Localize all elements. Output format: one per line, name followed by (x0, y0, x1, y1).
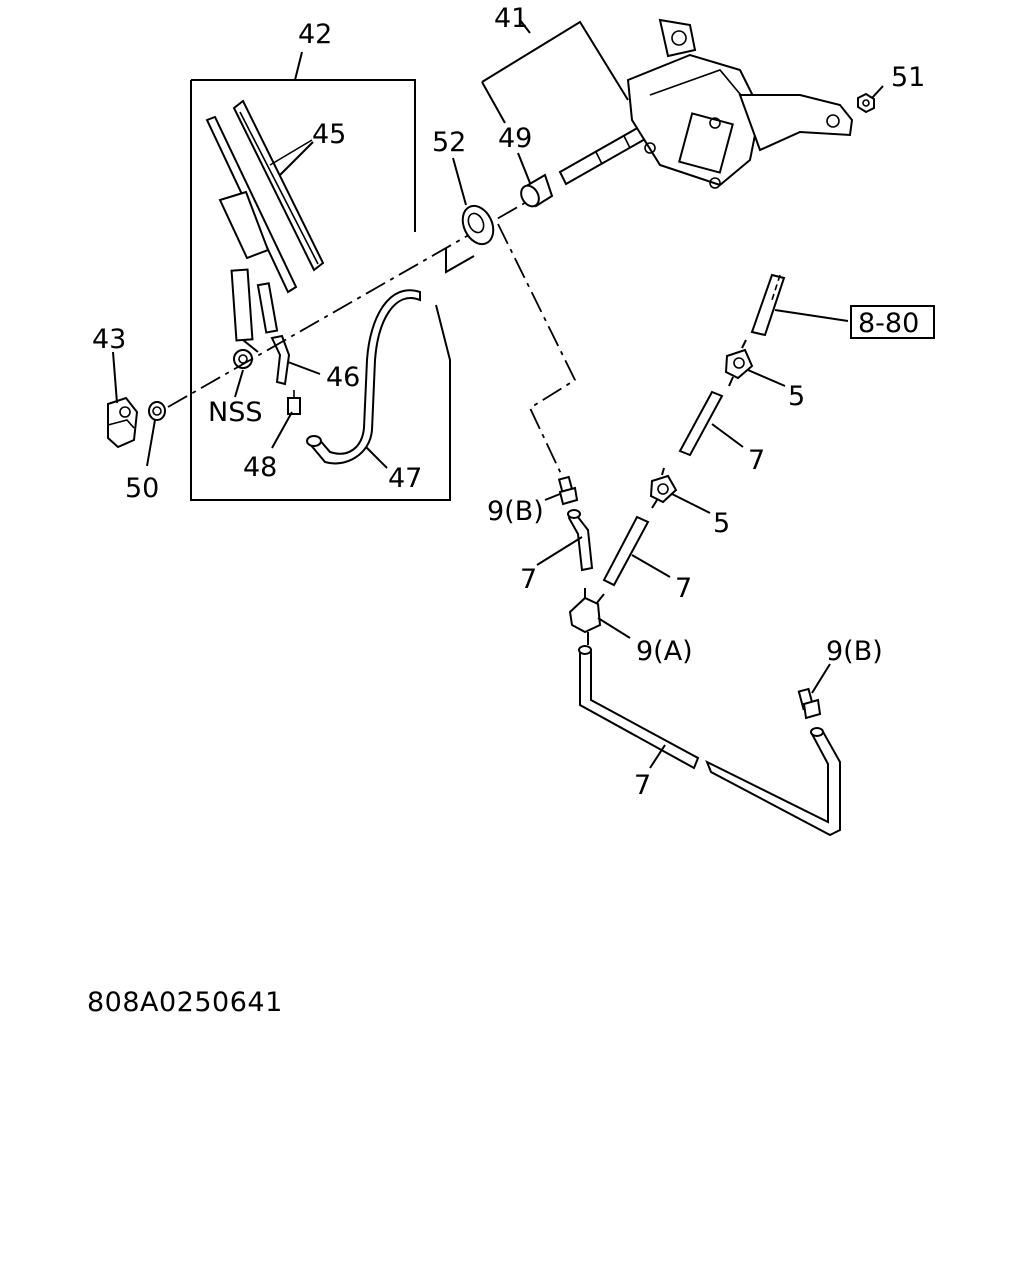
leader-lines (112, 85, 884, 769)
callout-7-upper: 7 (748, 445, 765, 476)
cap-43-part (107, 396, 139, 449)
kit-42-outline (190, 51, 451, 501)
drawing-code: 808A0250641 (87, 987, 283, 1018)
hose-ref-8-80 (750, 273, 786, 337)
callout-9a: 9(A) (636, 636, 693, 667)
ref-8-80-label: 8-80 (858, 308, 919, 339)
check-valve-5-upper (724, 339, 754, 387)
callout-51: 51 (891, 62, 925, 93)
nozzle-48-part (287, 390, 301, 415)
callout-7-long: 7 (634, 770, 651, 801)
hose-7-bent (567, 509, 594, 572)
grommet-52-part (445, 204, 495, 274)
wiper-arm-part (205, 115, 298, 369)
callout-47: 47 (388, 463, 422, 494)
callout-5-lower: 5 (713, 508, 730, 539)
callout-7-bent: 7 (520, 564, 537, 595)
tee-connector-9a (568, 588, 605, 645)
callout-9b-lower: 9(B) (826, 636, 883, 667)
hose-7-long-right (705, 727, 841, 837)
callout-41-leader (481, 19, 629, 124)
callout-43: 43 (92, 324, 126, 355)
hose-7-middle (602, 515, 650, 587)
callout-45: 45 (312, 119, 346, 150)
wiper-blade-part (232, 99, 325, 272)
callout-7-middle: 7 (675, 573, 692, 604)
connector-9b-upper (557, 475, 579, 506)
callout-41: 41 (494, 3, 528, 34)
callout-46: 46 (326, 362, 360, 393)
nut-51-part (857, 92, 875, 114)
ref-8-80-box (850, 305, 935, 339)
callout-50: 50 (125, 473, 159, 504)
callout-48: 48 (243, 452, 277, 483)
check-valve-5-lower (649, 467, 678, 509)
wiper-motor-41-part (558, 18, 854, 189)
connector-9b-lower (797, 687, 822, 720)
hose-46-part (256, 282, 291, 386)
nut-50-part (148, 401, 166, 421)
hose-7-long-left (578, 645, 700, 770)
callout-nss: NSS (208, 397, 262, 428)
hose-7-upper-right (678, 390, 724, 457)
spacer-49-part (520, 173, 554, 208)
callout-49: 49 (498, 123, 532, 154)
callout-42: 42 (298, 19, 332, 50)
callout-52: 52 (432, 127, 466, 158)
callout-9b-upper: 9(B) (487, 496, 544, 527)
washer-hose-47 (306, 289, 421, 465)
callout-5-upper: 5 (788, 381, 805, 412)
